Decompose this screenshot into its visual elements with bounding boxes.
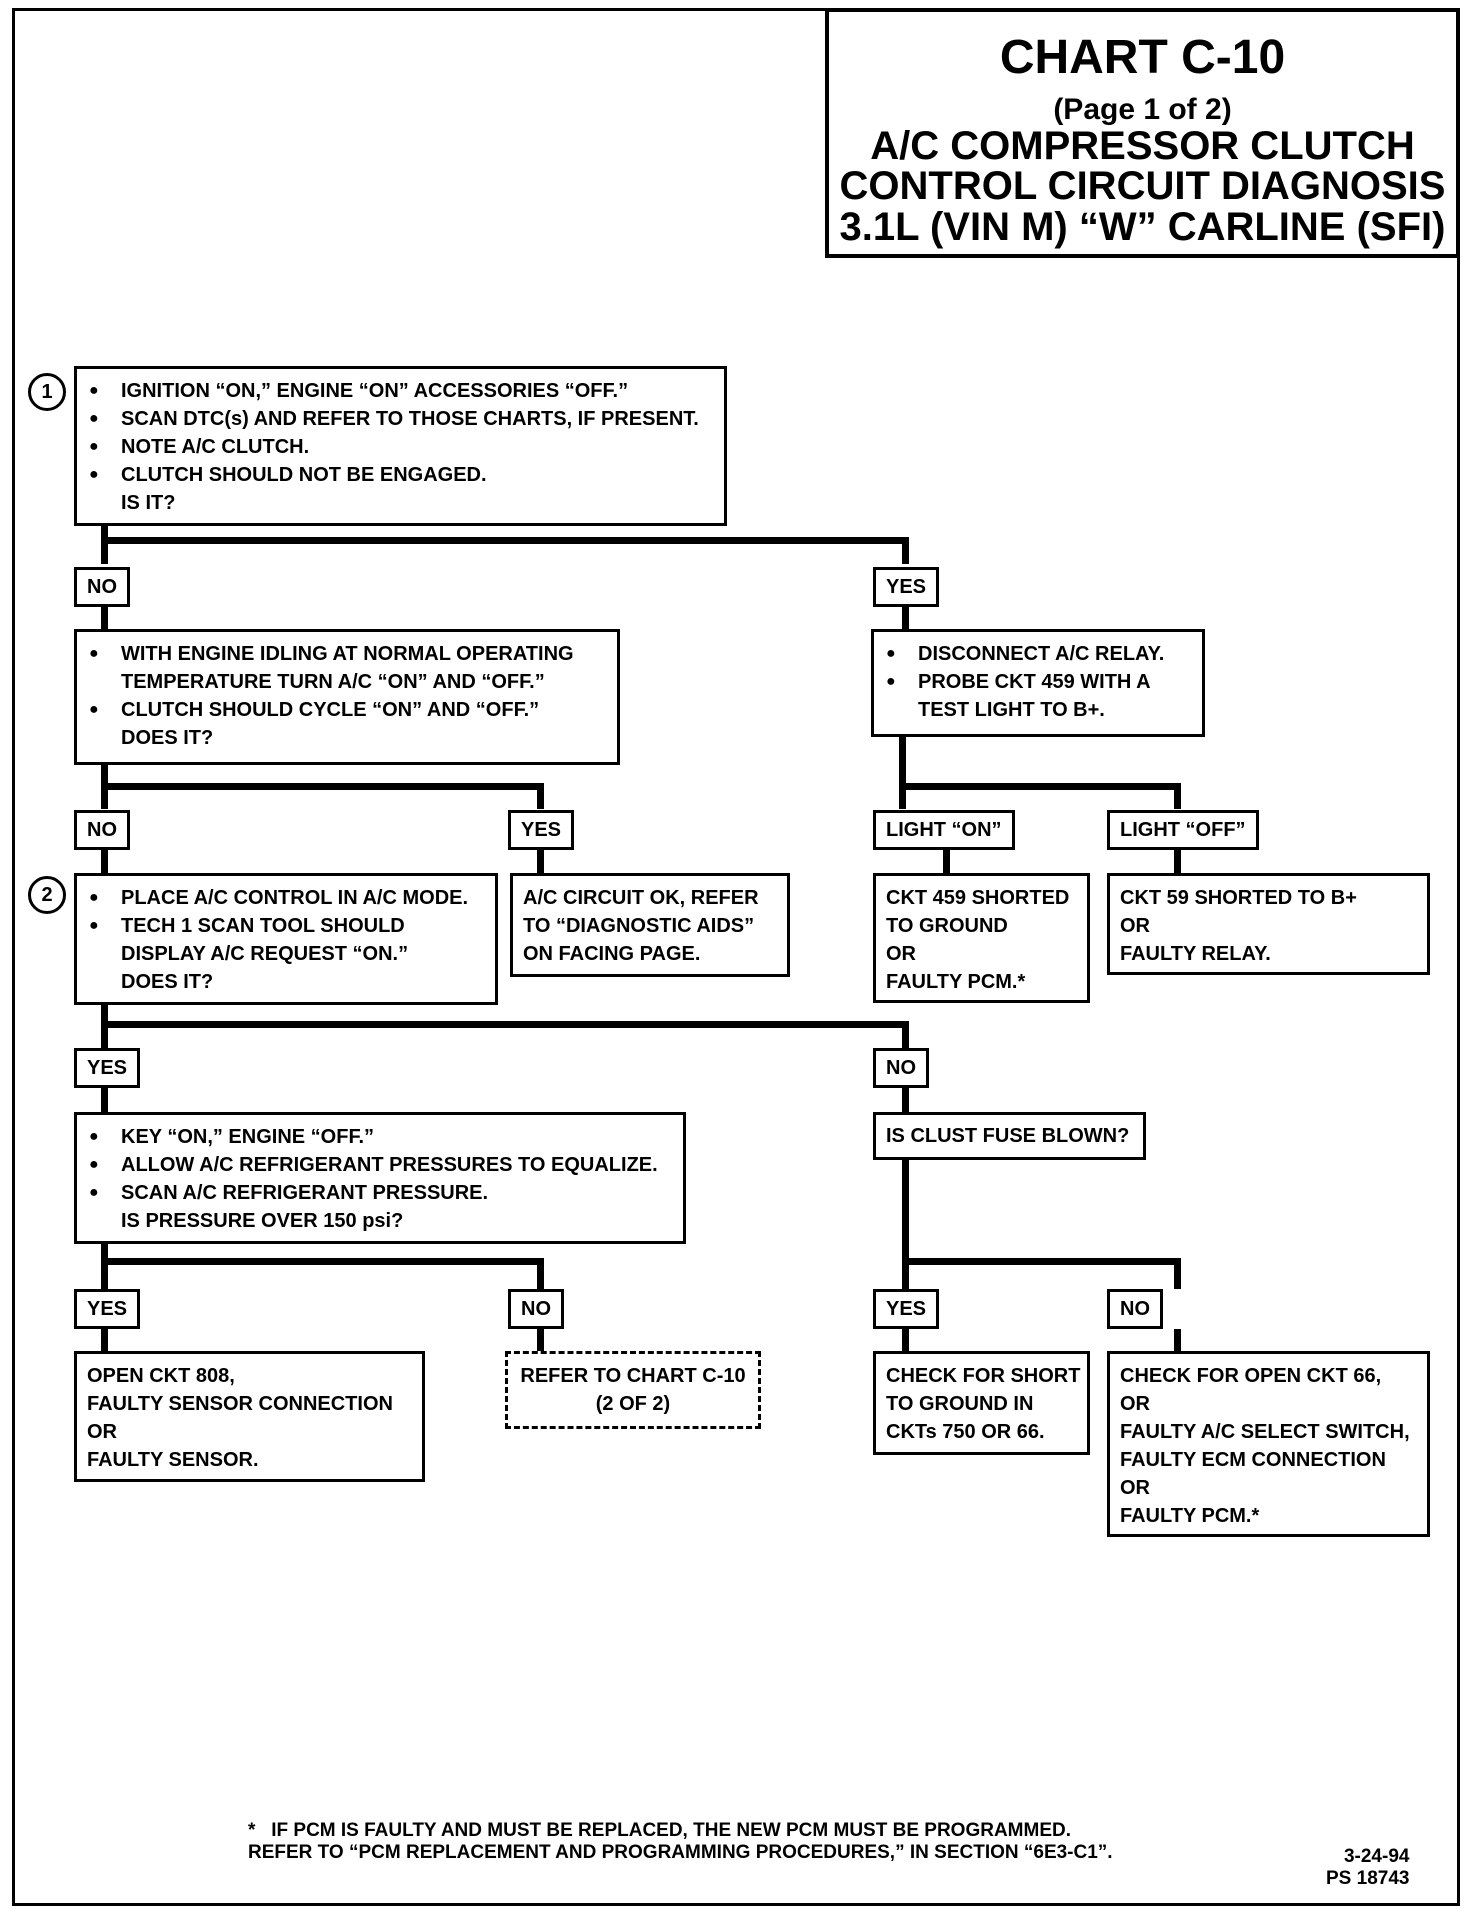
- clutch-cycle-question: DOES IT?: [121, 727, 214, 749]
- step-2-item: PLACE A/C CONTROL IN A/C MODE.: [87, 884, 485, 912]
- connector: [902, 1021, 909, 1048]
- connector: [101, 848, 108, 874]
- step-2-box: PLACE A/C CONTROL IN A/C MODE. TECH 1 SC…: [74, 873, 498, 1005]
- circuit-ok-text: A/C CIRCUIT OK, REFER TO “DIAGNOSTIC AID…: [523, 887, 759, 965]
- clutch-cycle-item: CLUTCH SHOULD CYCLE “ON” AND “OFF.”: [87, 696, 607, 724]
- branch-label-yes: YES: [508, 810, 575, 850]
- pressure-check-item: KEY “ON,” ENGINE “OFF.”: [87, 1123, 673, 1151]
- figure-code: 3-24-94 PS 18743: [1326, 1846, 1409, 1890]
- connector: [899, 783, 1181, 790]
- relay-probe-box: DISCONNECT A/C RELAY. PROBE CKT 459 WITH…: [871, 629, 1205, 737]
- step-1-item: CLUTCH SHOULD NOT BE ENGAGED.: [87, 461, 714, 489]
- refer-chart-text: REFER TO CHART C-10 (2 OF 2): [520, 1365, 746, 1415]
- step-marker-2: 2: [28, 876, 66, 914]
- page-frame: [12, 8, 1460, 1906]
- connector: [902, 1258, 1181, 1265]
- connector: [902, 537, 909, 564]
- sensor-result-box: OPEN CKT 808, FAULTY SENSOR CONNECTION O…: [74, 1351, 425, 1482]
- chart-subtitle-2: CONTROL CIRCUIT DIAGNOSIS: [839, 164, 1446, 209]
- figure-date: 3-24-94: [1343, 1846, 1410, 1867]
- connector: [101, 1021, 909, 1028]
- relay-probe-item: PROBE CKT 459 WITH A TEST LIGHT TO B+.: [884, 668, 1192, 724]
- connector: [537, 783, 544, 809]
- open-check-text: CHECK FOR OPEN CKT 66, OR FAULTY A/C SEL…: [1120, 1365, 1410, 1527]
- branch-label-light-off: LIGHT “OFF”: [1107, 810, 1259, 850]
- branch-label-no: NO: [508, 1289, 564, 1329]
- connector: [537, 1258, 544, 1289]
- pressure-check-question: IS PRESSURE OVER 150 psi?: [121, 1210, 404, 1232]
- clust-fuse-box: IS CLUST FUSE BLOWN?: [873, 1112, 1146, 1160]
- branch-label-no: NO: [873, 1048, 929, 1088]
- step-1-item: IGNITION “ON,” ENGINE “ON” ACCESSORIES “…: [87, 377, 714, 405]
- ckt459-result-box: CKT 459 SHORTED TO GROUND OR FAULTY PCM.…: [873, 873, 1090, 1003]
- step-marker-1: 1: [28, 373, 66, 411]
- connector: [1174, 783, 1181, 809]
- connector: [1174, 1329, 1181, 1351]
- pressure-check-item: ALLOW A/C REFRIGERANT PRESSURES TO EQUAL…: [87, 1151, 673, 1179]
- ckt459-result-text: CKT 459 SHORTED TO GROUND OR FAULTY PCM.…: [886, 887, 1070, 993]
- connector: [1174, 1258, 1181, 1289]
- connector: [101, 1241, 108, 1289]
- step-1-box: IGNITION “ON,” ENGINE “ON” ACCESSORIES “…: [74, 366, 727, 526]
- short-check-box: CHECK FOR SHORT TO GROUND IN CKTs 750 OR…: [873, 1351, 1090, 1455]
- step-1-item: SCAN DTC(s) AND REFER TO THOSE CHARTS, I…: [87, 405, 714, 433]
- footnote: * IF PCM IS FAULTY AND MUST BE REPLACED,…: [248, 1820, 1113, 1863]
- clust-fuse-question: IS CLUST FUSE BLOWN?: [886, 1125, 1130, 1147]
- connector: [101, 537, 909, 544]
- chart-title-block: CHART C-10 (Page 1 of 2) A/C COMPRESSOR …: [825, 8, 1460, 258]
- connector: [101, 783, 544, 790]
- branch-label-no: NO: [1107, 1289, 1163, 1329]
- connector: [1174, 848, 1181, 874]
- pressure-check-box: KEY “ON,” ENGINE “OFF.” ALLOW A/C REFRIG…: [74, 1112, 686, 1244]
- connector: [101, 1088, 108, 1112]
- branch-label-yes: YES: [74, 1048, 141, 1088]
- figure-number: PS 18743: [1326, 1868, 1410, 1889]
- connector: [101, 1329, 108, 1351]
- connector: [537, 848, 544, 874]
- connector: [902, 604, 909, 630]
- branch-label-light-on: LIGHT “ON”: [873, 810, 1015, 850]
- circuit-ok-box: A/C CIRCUIT OK, REFER TO “DIAGNOSTIC AID…: [510, 873, 790, 977]
- open-check-box: CHECK FOR OPEN CKT 66, OR FAULTY A/C SEL…: [1107, 1351, 1430, 1537]
- connector: [902, 1329, 909, 1351]
- connector: [902, 1157, 909, 1289]
- step-2-item: TECH 1 SCAN TOOL SHOULD DISPLAY A/C REQU…: [87, 912, 485, 968]
- connector: [101, 1258, 544, 1265]
- relay-probe-item: DISCONNECT A/C RELAY.: [884, 640, 1192, 668]
- clutch-cycle-box: WITH ENGINE IDLING AT NORMAL OPERATING T…: [74, 629, 620, 765]
- chart-title: CHART C-10: [999, 31, 1286, 84]
- pressure-check-item: SCAN A/C REFRIGERANT PRESSURE.: [87, 1179, 673, 1207]
- connector: [943, 848, 950, 874]
- chart-subtitle-1: A/C COMPRESSOR CLUTCH: [870, 123, 1415, 168]
- refer-chart-box: REFER TO CHART C-10 (2 OF 2): [505, 1351, 761, 1429]
- branch-label-yes: YES: [873, 567, 940, 607]
- branch-label-yes: YES: [873, 1289, 940, 1329]
- branch-label-yes: YES: [74, 1289, 141, 1329]
- sensor-result-text: OPEN CKT 808, FAULTY SENSOR CONNECTION O…: [87, 1365, 393, 1471]
- step-1-item: NOTE A/C CLUTCH.: [87, 433, 714, 461]
- branch-label-no: NO: [74, 810, 130, 850]
- connector: [902, 1088, 909, 1112]
- chart-page: (Page 1 of 2): [1053, 92, 1232, 126]
- ckt59-result-text: CKT 59 SHORTED TO B+ OR FAULTY RELAY.: [1120, 887, 1357, 965]
- connector: [899, 735, 906, 809]
- connector: [101, 604, 108, 630]
- step-2-question: DOES IT?: [121, 971, 214, 993]
- ckt59-result-box: CKT 59 SHORTED TO B+ OR FAULTY RELAY.: [1107, 873, 1430, 975]
- clutch-cycle-item: WITH ENGINE IDLING AT NORMAL OPERATING T…: [87, 640, 607, 696]
- chart-subtitle-3: 3.1L (VIN M) “W” CARLINE (SFI): [839, 205, 1446, 250]
- connector: [537, 1329, 544, 1351]
- branch-label-no: NO: [74, 567, 130, 607]
- step-1-question: IS IT?: [121, 492, 176, 514]
- short-check-text: CHECK FOR SHORT TO GROUND IN CKTs 750 OR…: [886, 1365, 1081, 1443]
